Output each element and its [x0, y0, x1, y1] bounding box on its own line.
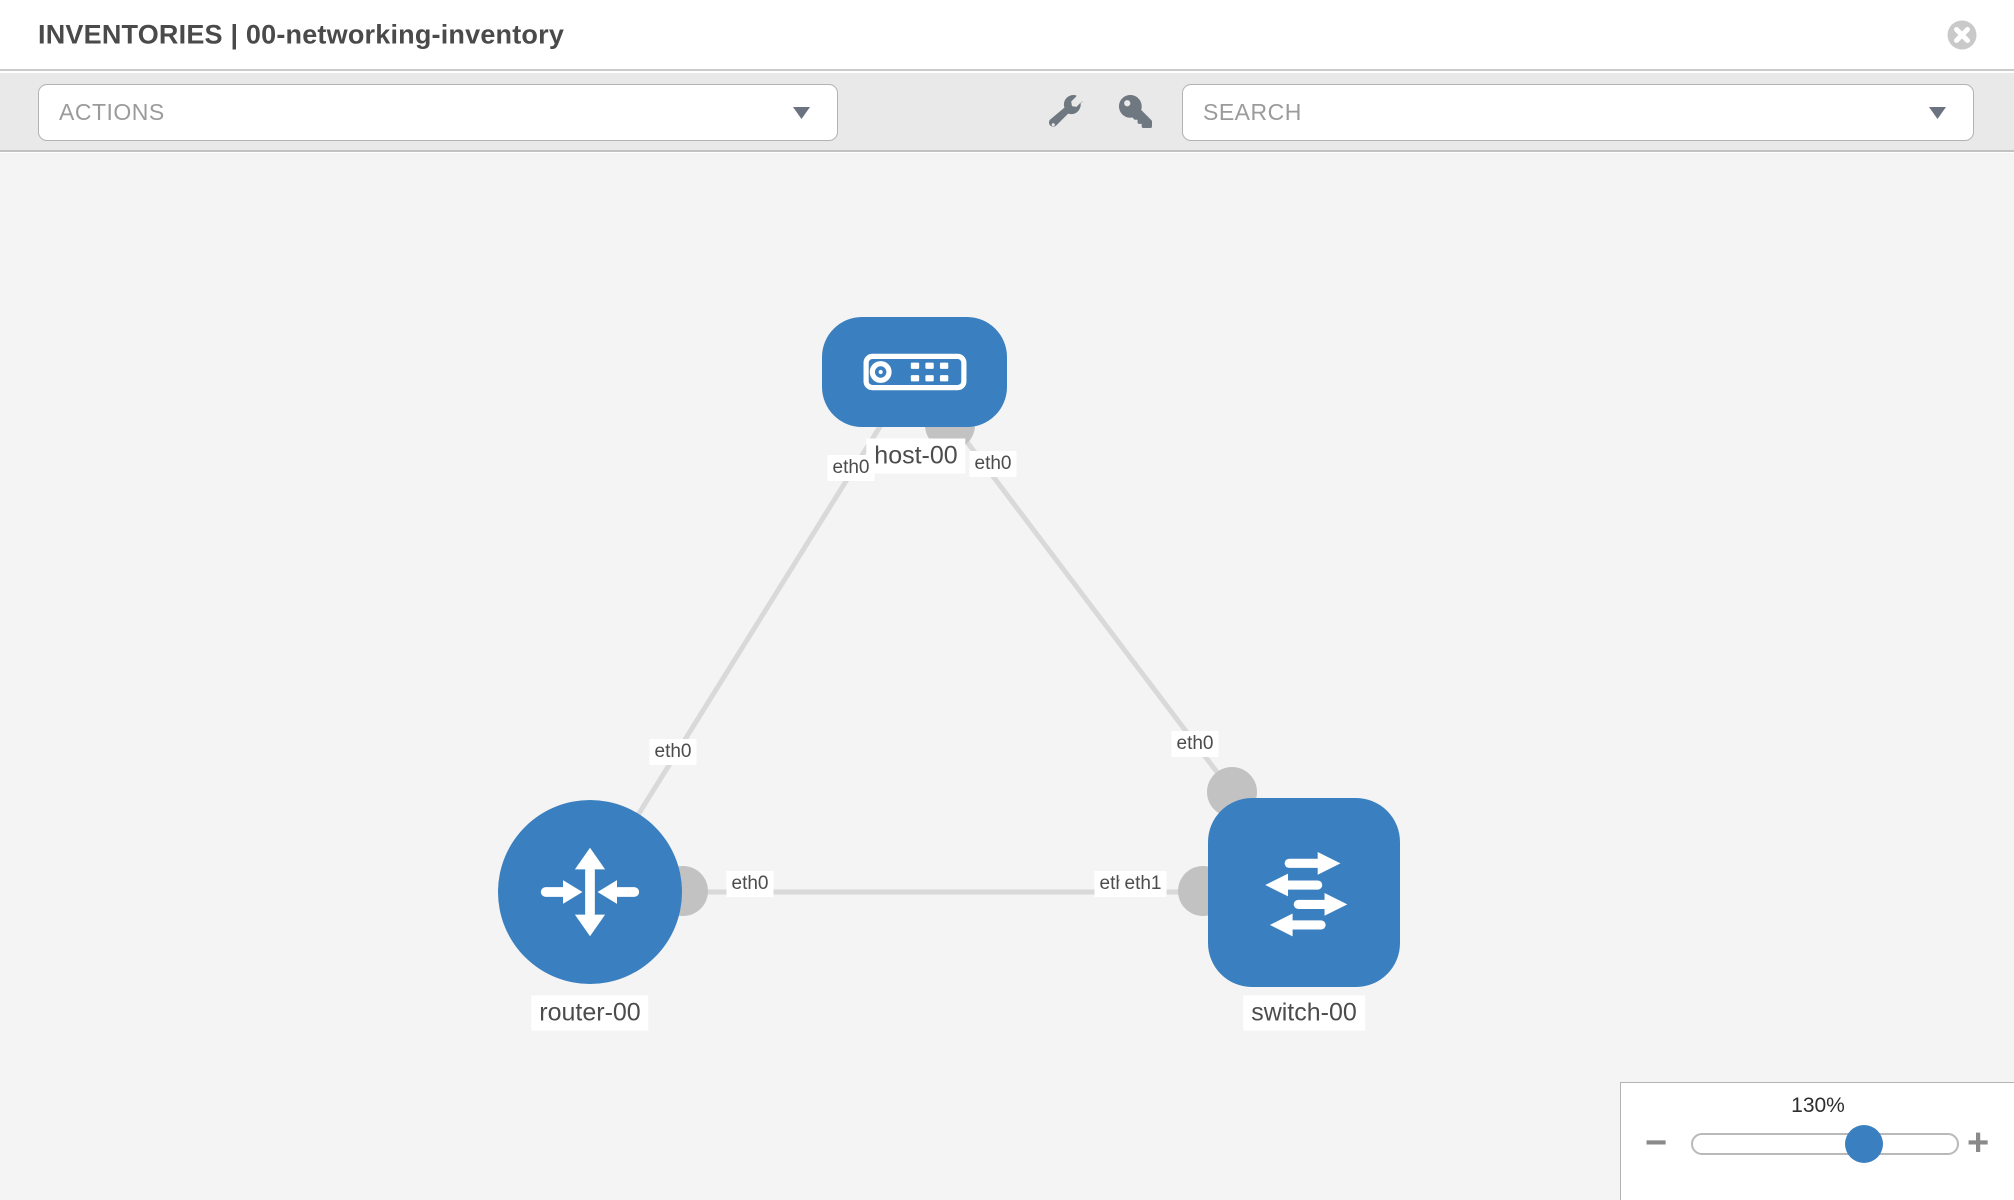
actions-dropdown[interactable]: ACTIONS: [38, 84, 838, 141]
node-label-switch-00: switch-00: [1243, 995, 1365, 1031]
switch-icon: [1265, 851, 1348, 936]
page-title: INVENTORIES | 00-networking-inventory: [38, 19, 565, 49]
router-icon: [540, 847, 640, 937]
search-dropdown[interactable]: SEARCH: [1182, 84, 1974, 141]
toolbar-wrench-button[interactable]: [1048, 94, 1083, 129]
toolbar-key-button[interactable]: [1119, 94, 1153, 129]
search-dropdown-label: SEARCH: [1203, 99, 1302, 125]
node-label-router-00: router-00: [531, 995, 649, 1031]
interface-label-switch-eth0-top: eth0: [1171, 731, 1219, 757]
interface-label-router-eth0-uplink: eth0: [649, 739, 697, 765]
toolbar: ACTIONS SEARCH: [0, 73, 2014, 152]
server-icon: [863, 353, 966, 391]
node-router-00[interactable]: [498, 800, 682, 984]
node-switch-00[interactable]: [1208, 798, 1400, 987]
zoom-panel: 130% − +: [1620, 1082, 2014, 1200]
topology-canvas[interactable]: host-00 router-00 switch-00 eth0 eth0 et…: [0, 153, 2014, 1200]
close-icon: [1947, 20, 1977, 49]
zoom-out-button[interactable]: −: [1645, 1122, 1668, 1164]
actions-dropdown-label: ACTIONS: [59, 99, 165, 125]
node-label-host-00: host-00: [866, 438, 966, 474]
zoom-slider[interactable]: [1691, 1133, 1959, 1155]
page-header: INVENTORIES | 00-networking-inventory: [0, 0, 2014, 71]
interface-label-host-eth0-left: eth0: [827, 455, 875, 481]
zoom-slider-thumb[interactable]: [1845, 1125, 1883, 1163]
zoom-in-button[interactable]: +: [1967, 1122, 1990, 1164]
zoom-level-label: 130%: [1791, 1094, 1845, 1117]
node-host-00[interactable]: [822, 317, 1007, 427]
wrench-icon: [1048, 94, 1083, 127]
interface-label-switch-eth1: eth1: [1119, 871, 1167, 897]
chevron-down-icon: [1929, 106, 1946, 119]
interface-label-host-eth0-right: eth0: [969, 451, 1017, 477]
interface-label-router-eth0: eth0: [726, 871, 774, 897]
key-icon: [1119, 94, 1152, 128]
close-button[interactable]: [1946, 19, 1978, 51]
chevron-down-icon: [793, 106, 810, 119]
